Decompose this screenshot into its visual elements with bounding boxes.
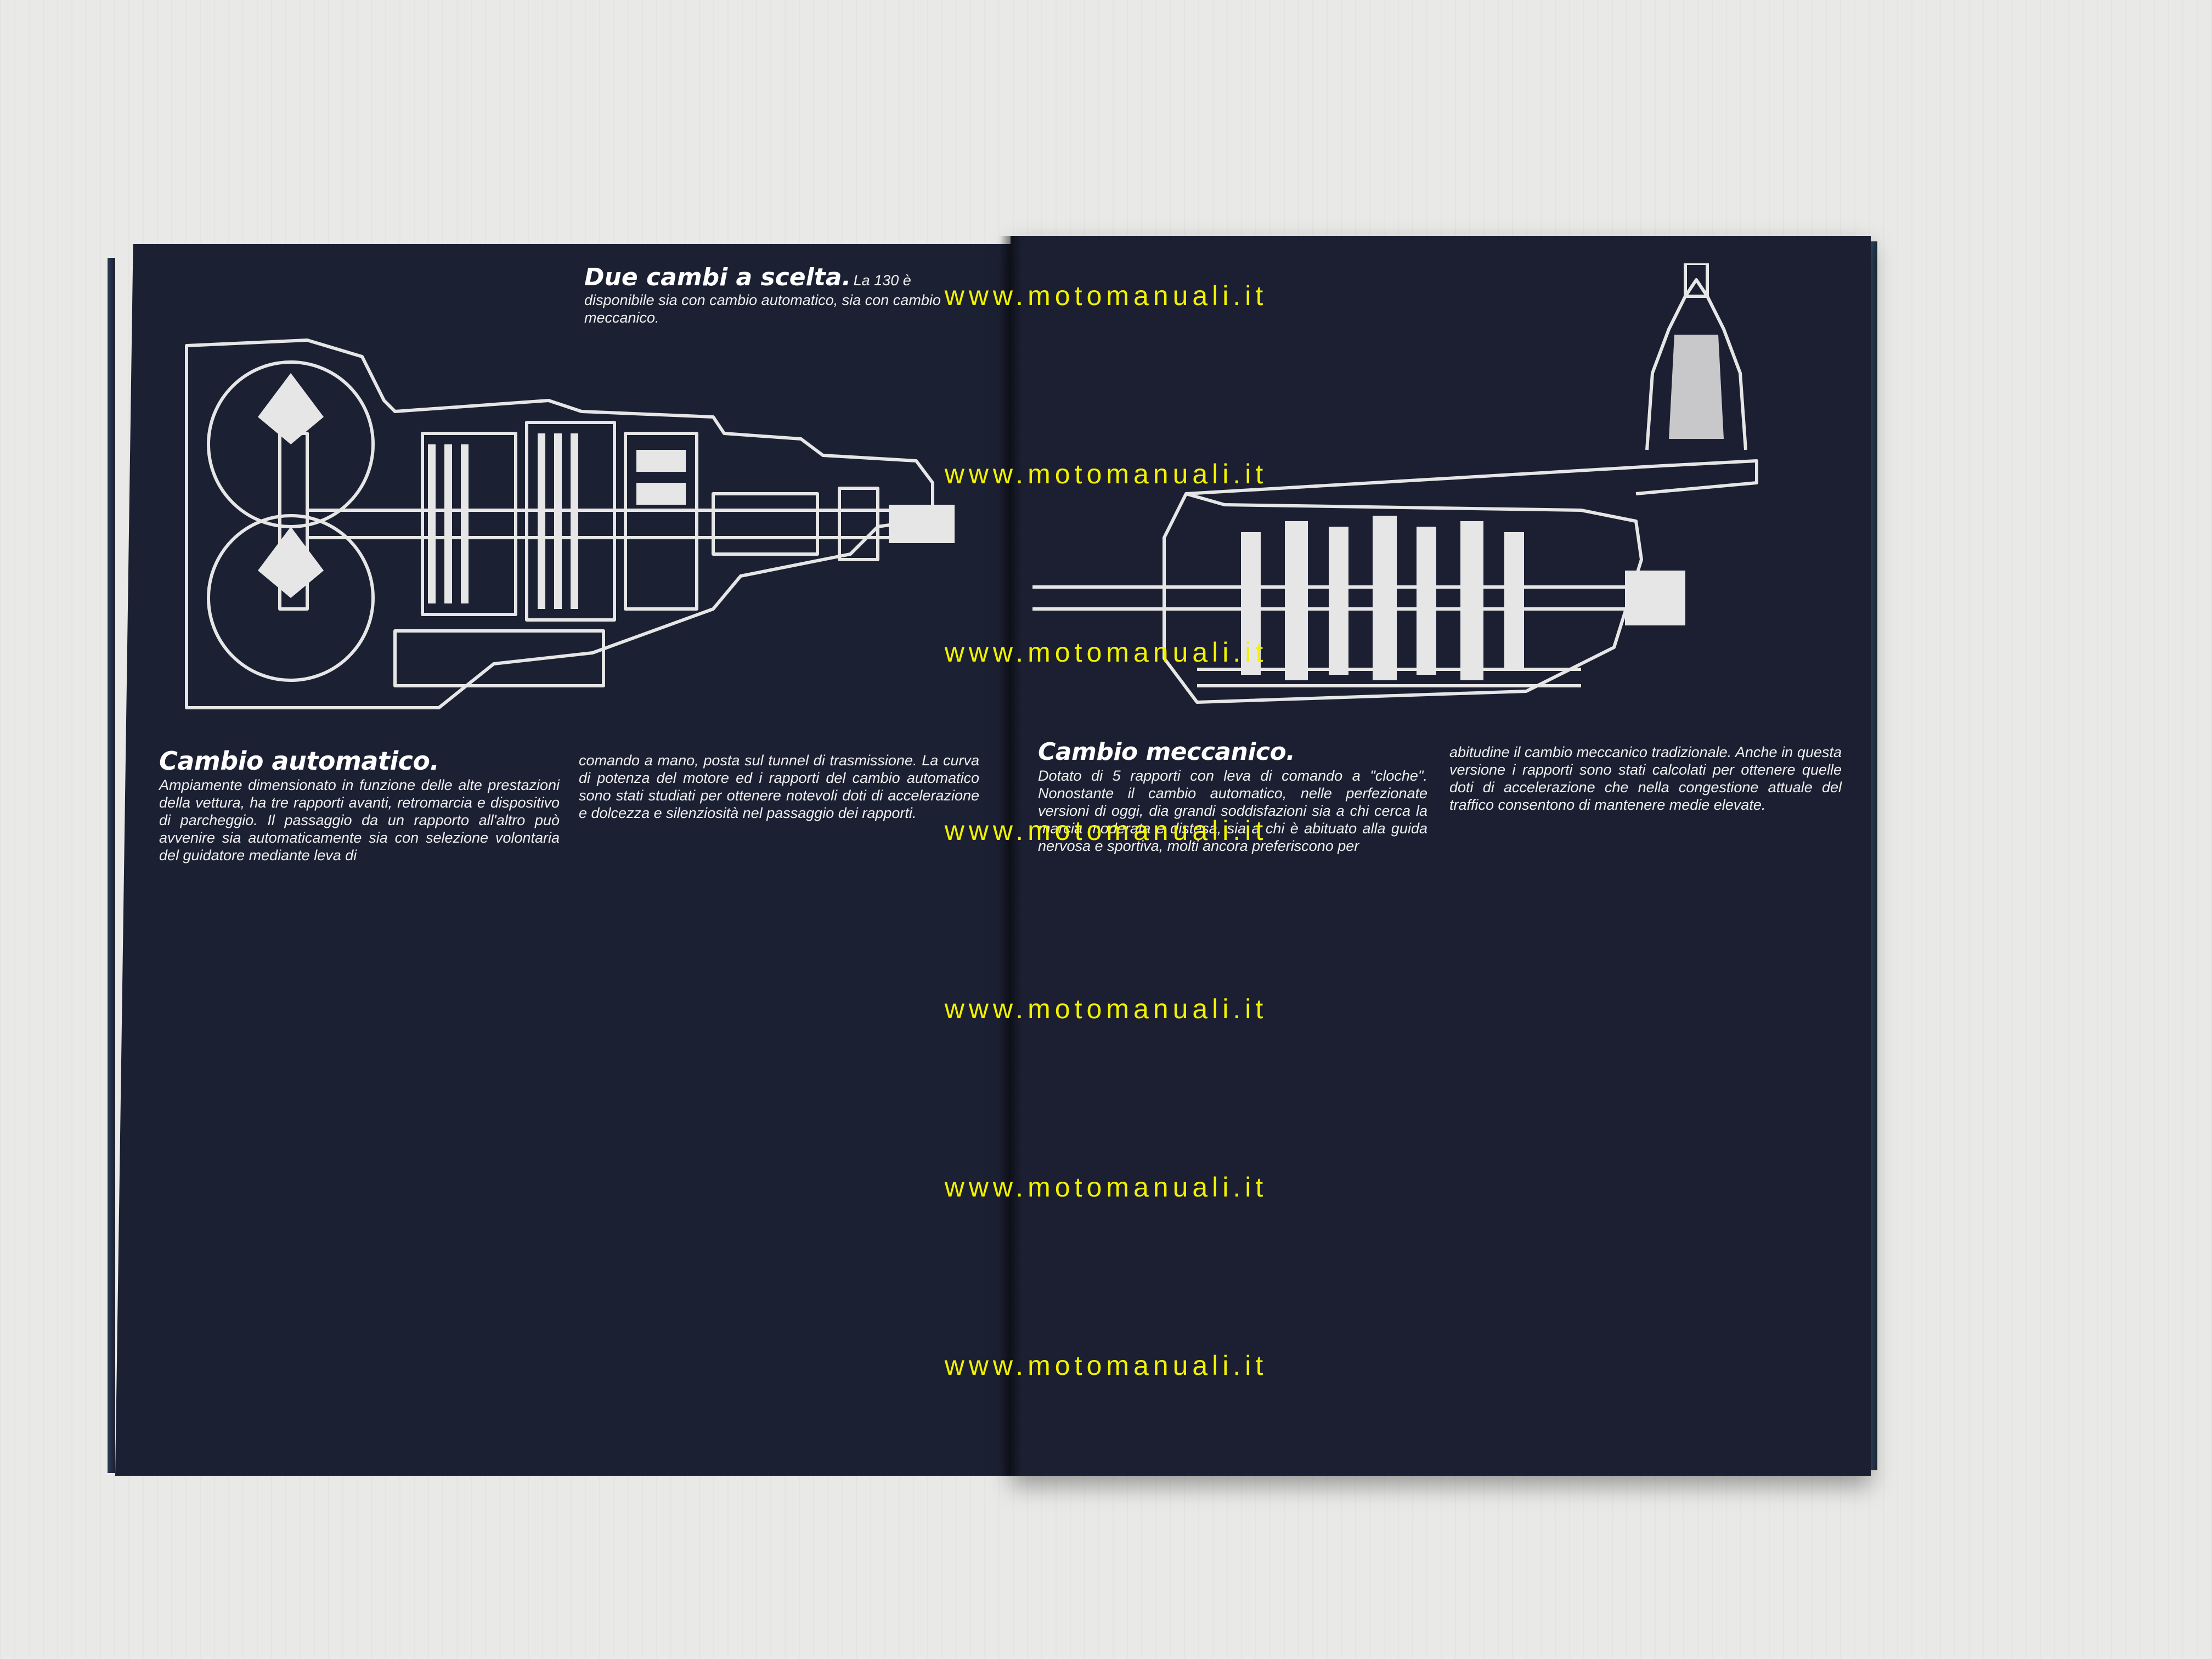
automatic-text-col2: comando a mano, posta sul tunnel di tras… — [579, 752, 979, 821]
manual-heading: Cambio meccanico. — [1038, 738, 1295, 766]
intro-block: Due cambi a scelta. La 130 è disponibile… — [584, 263, 968, 326]
book-spine — [1000, 236, 1022, 1476]
manual-text-col1: Dotato di 5 rapporti con leva di comando… — [1038, 768, 1427, 854]
page-edge-left — [108, 258, 115, 1473]
left-page: Due cambi a scelta. La 130 è disponibile… — [115, 244, 1011, 1476]
automatic-heading: Cambio automatico. — [159, 746, 439, 776]
right-page: Cambio meccanico. Dotato di 5 rapporti c… — [1011, 236, 1871, 1476]
manual-text-col2: abitudine il cambio meccanico tradiziona… — [1449, 744, 1842, 813]
automatic-text-col1: Ampiamente dimensionato in funzione dell… — [159, 777, 560, 864]
intro-text: La 130 è disponibile sia con cambio auto… — [584, 272, 941, 326]
automatic-transmission-diagram — [185, 338, 955, 709]
intro-heading: Due cambi a scelta. — [584, 263, 851, 291]
page-edge-right — [1871, 241, 1877, 1470]
manual-transmission-diagram — [1032, 263, 1758, 704]
